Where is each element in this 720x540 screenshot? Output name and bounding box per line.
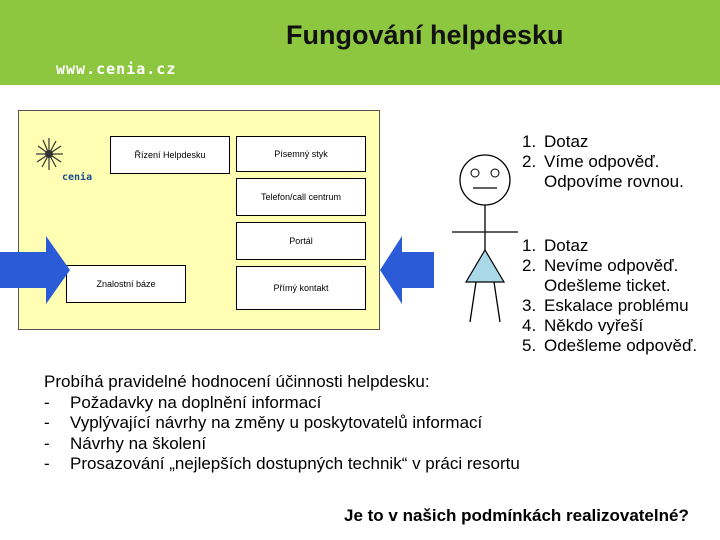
box-telefon: Telefon/call centrum	[236, 178, 366, 216]
arrow-right-body	[402, 252, 434, 288]
list-item: 1.Dotaz	[522, 236, 589, 255]
evaluation-item: -Návrhy na školení	[44, 433, 207, 453]
box-primy-kontakt: Přímý kontakt	[236, 266, 366, 310]
website-url: www.cenia.cz	[56, 60, 177, 78]
logo-text: cenia	[62, 171, 92, 183]
slide-title: Fungování helpdesku	[286, 20, 564, 50]
evaluation-item: -Prosazování „nejlepších dostupných tech…	[44, 454, 520, 473]
list-item: 3.Eskalace problému	[522, 296, 689, 315]
list-item: 1.Dotaz	[522, 132, 589, 151]
list-unknown-answer: 1.Dotaz 2.Nevíme odpověď. Odešleme ticke…	[522, 236, 697, 356]
box-znalostni-baze: Znalostní báze	[66, 265, 186, 303]
evaluation-item: -Požadavky na doplnění informací	[44, 392, 322, 412]
list-item: 4.Někdo vyřeší	[522, 316, 644, 335]
arrow-right-head	[380, 236, 402, 304]
evaluation-text: Probíhá pravidelné hodnocení účinnosti h…	[44, 372, 520, 475]
box-portal: Portál	[236, 222, 366, 260]
closing-question: Je to v našich podmínkách realizovatelné…	[344, 506, 689, 525]
list-item: 2.Víme odpověď. Odpovíme rovnou.	[522, 152, 684, 191]
list-item: 2.Nevíme odpověď. Odešleme ticket.	[522, 256, 679, 295]
cenia-logo-icon: cenia	[36, 138, 92, 183]
arrow-left-head	[46, 236, 70, 304]
arrow-left-body	[0, 252, 46, 288]
evaluation-item: -Vyplývající návrhy na změny u poskytova…	[44, 413, 483, 432]
header-bar	[0, 0, 720, 85]
evaluation-intro: Probíhá pravidelné hodnocení účinnosti h…	[44, 372, 430, 391]
box-pisemny-styk: Písemný styk	[236, 136, 366, 172]
list-known-answer: 1.Dotaz 2.Víme odpověď. Odpovíme rovnou.	[522, 132, 684, 192]
list-item: 5.Odešleme odpověď.	[522, 336, 698, 355]
person-icon	[452, 154, 518, 323]
box-rizeni-helpdesku: Řízení Helpdesku	[110, 136, 230, 174]
